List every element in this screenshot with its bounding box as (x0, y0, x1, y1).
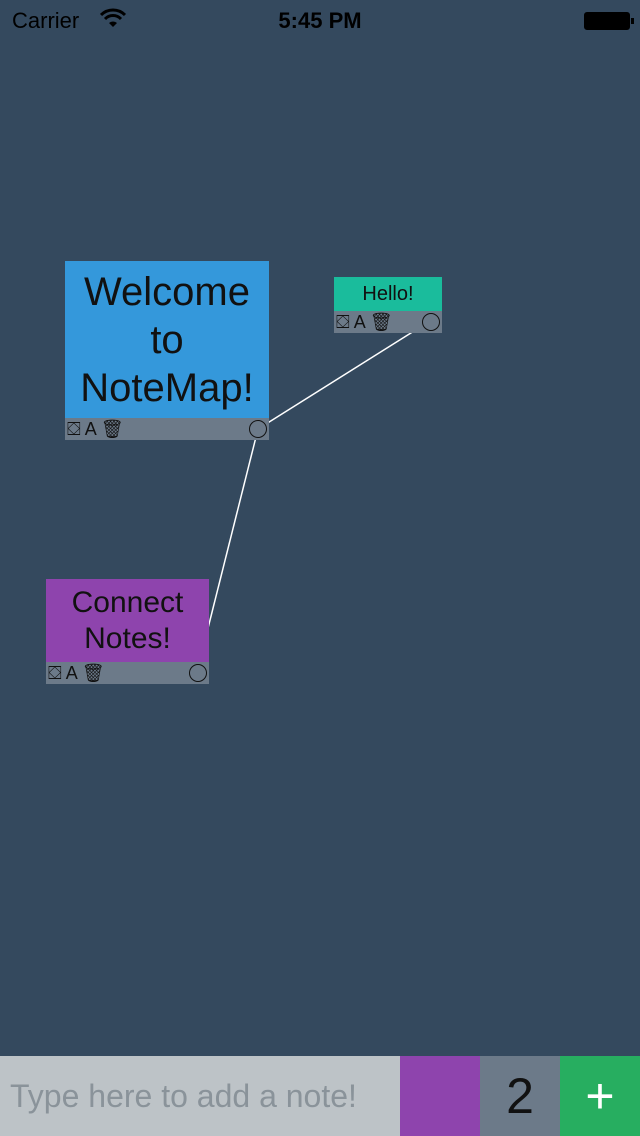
add-note-button[interactable]: + (560, 1056, 640, 1136)
bottom-bar: 2 + (0, 1056, 640, 1136)
note-input[interactable] (0, 1056, 400, 1136)
connection-line (257, 320, 431, 430)
connect-circle-icon[interactable] (249, 420, 267, 438)
clock: 5:45 PM (278, 8, 362, 33)
paint-bucket-icon[interactable]: ⛋ (67, 419, 81, 439)
note-text[interactable]: Welcome to NoteMap! (65, 261, 269, 418)
connect-circle-icon[interactable] (189, 664, 207, 682)
battery-icon (584, 12, 634, 30)
font-size-button[interactable]: 2 (480, 1056, 560, 1136)
note-connect[interactable]: Connect Notes! ⛋ A 🗑 (46, 579, 209, 684)
carrier-label: Carrier (12, 8, 80, 33)
trash-icon[interactable]: 🗑 (369, 312, 393, 332)
connect-circle-icon[interactable] (422, 313, 440, 331)
note-welcome[interactable]: Welcome to NoteMap! ⛋ A 🗑 (65, 261, 269, 440)
paint-bucket-icon[interactable]: ⛋ (336, 312, 350, 332)
trash-icon[interactable]: 🗑 (100, 419, 124, 439)
trash-icon[interactable]: 🗑 (81, 663, 105, 683)
note-hello[interactable]: Hello! ⛋ A 🗑 (334, 277, 442, 333)
status-bar: Carrier 5:45 PM (0, 0, 640, 40)
wifi-icon (99, 8, 127, 34)
note-toolbar: ⛋ A 🗑 (46, 662, 209, 684)
font-icon[interactable]: A (84, 419, 97, 439)
paint-bucket-icon[interactable]: ⛋ (48, 663, 62, 683)
note-toolbar: ⛋ A 🗑 (65, 418, 269, 440)
note-text[interactable]: Connect Notes! (46, 579, 209, 662)
color-picker-button[interactable] (400, 1056, 480, 1136)
note-toolbar: ⛋ A 🗑 (334, 311, 442, 333)
note-text[interactable]: Hello! (334, 277, 442, 311)
font-icon[interactable]: A (65, 663, 78, 683)
font-icon[interactable]: A (353, 312, 366, 332)
